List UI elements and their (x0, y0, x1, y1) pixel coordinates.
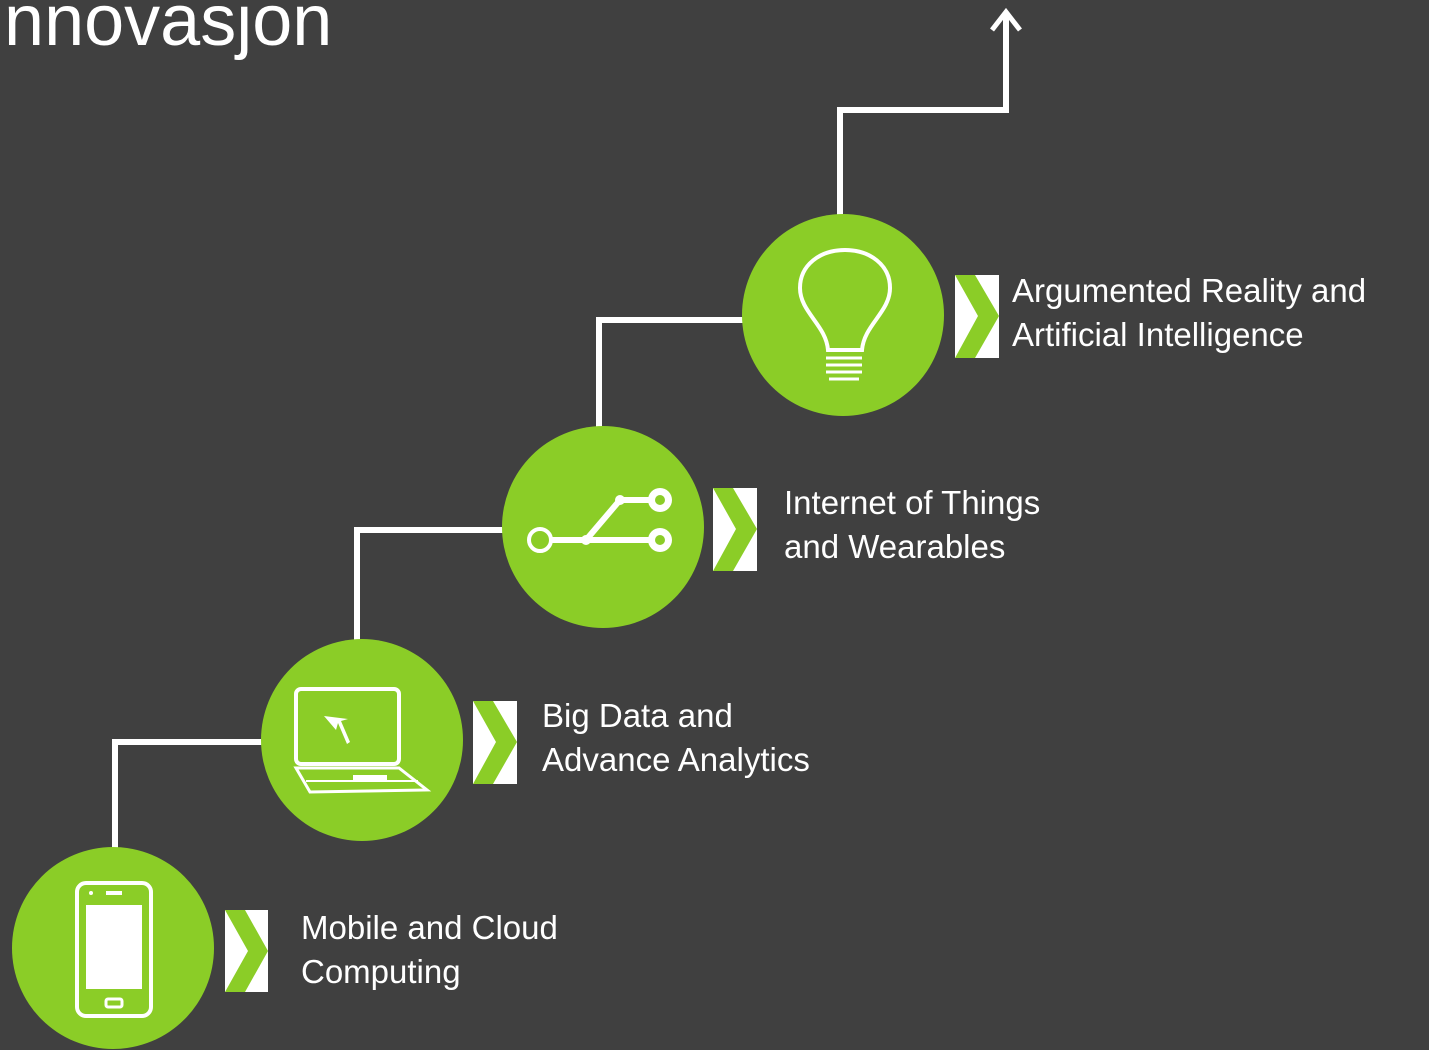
chevron-marker-1 (225, 910, 268, 992)
network-nodes-icon (527, 488, 672, 553)
connector-line-2 (354, 527, 510, 642)
step-label-line: Internet of Things (784, 484, 1041, 521)
step-label-line: Advance Analytics (542, 741, 810, 778)
step-label-line: Computing (301, 953, 461, 990)
step-circle-4 (742, 214, 944, 416)
lightbulb-icon (797, 247, 893, 381)
smartphone-icon (75, 881, 153, 1018)
chevron-marker-3 (713, 488, 757, 571)
step-label-line: Artificial Intelligence (1012, 316, 1304, 353)
step-circle-3 (502, 426, 704, 628)
laptop-icon (293, 687, 432, 794)
step-label-line: Argumented Reality and (1012, 272, 1367, 309)
chevron-marker-4 (955, 275, 999, 358)
connector-lines (112, 14, 1009, 870)
step-label-1: Mobile and Cloud Computing (301, 906, 558, 994)
arrowhead-icon (990, 7, 1022, 32)
step-label-3: Internet of Things and Wearables (784, 481, 1040, 569)
step-label-2: Big Data and Advance Analytics (542, 694, 810, 782)
connector-line-3 (596, 317, 752, 430)
chevron-marker-2 (473, 701, 517, 784)
step-label-line: Big Data and (542, 697, 733, 734)
step-circle-2 (261, 639, 463, 841)
connector-line-4 (837, 14, 1009, 222)
step-label-4: Argumented Reality and Artificial Intell… (1012, 269, 1366, 357)
step-label-line: Mobile and Cloud (301, 909, 558, 946)
connector-line-1 (112, 739, 270, 870)
step-label-line: and Wearables (784, 528, 1006, 565)
slide-title: al innovasjon (0, 0, 333, 61)
